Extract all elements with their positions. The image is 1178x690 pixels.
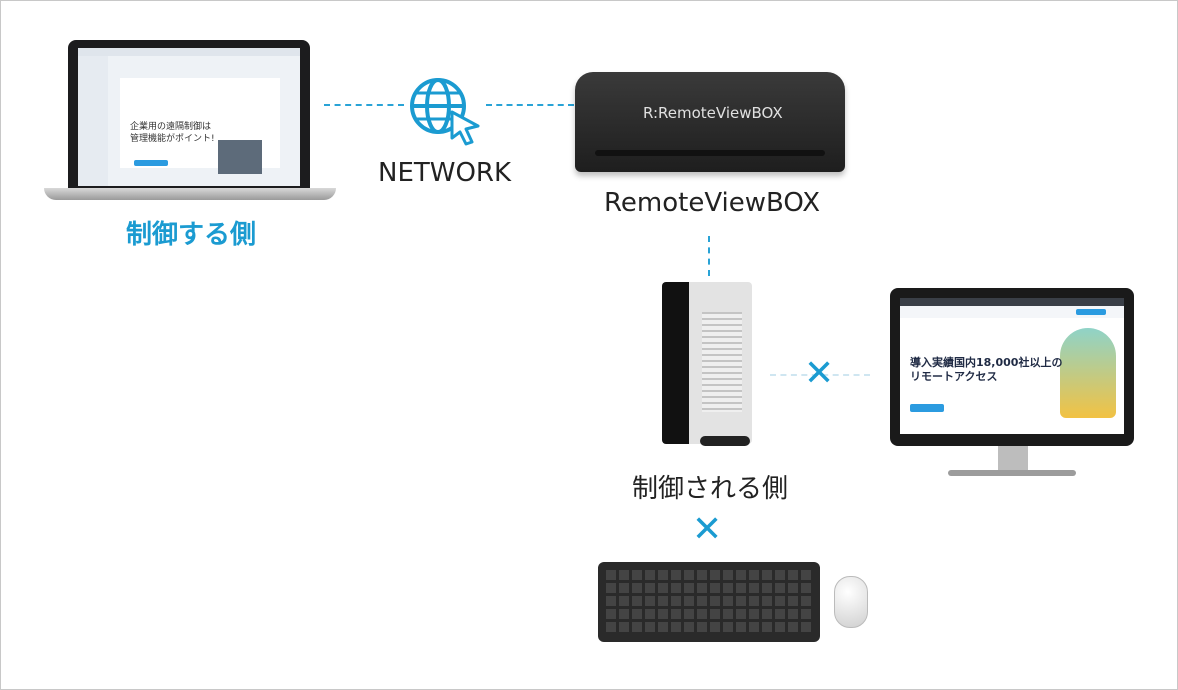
- network-box-line: [486, 104, 574, 106]
- monitor-cta: [910, 404, 944, 412]
- cross-icon: ✕: [804, 353, 835, 394]
- mouse-icon: [834, 576, 868, 628]
- box-label: RemoteViewBOX: [604, 188, 821, 218]
- keyboard-icon: [598, 562, 820, 642]
- laptop-heading-line2: 管理機能がポイント!: [130, 134, 215, 144]
- laptop-network-line: [324, 104, 404, 106]
- laptop-thumbnail: [218, 140, 262, 174]
- monitor-nav: [900, 306, 1124, 318]
- network-label: NETWORK: [378, 158, 512, 188]
- laptop-sidebar: [78, 56, 108, 186]
- laptop-screen: 企業用の遠隔制御は 管理機能がポイント!: [68, 40, 310, 190]
- monitor-foot: [948, 470, 1076, 476]
- monitor-browser-bar: [900, 298, 1124, 306]
- tower-grill: [702, 312, 742, 412]
- monitor-headline-line1: 導入実績国内18,000社以上の: [910, 356, 1063, 369]
- cross-icon: ✕: [692, 509, 723, 550]
- monitor-hero-image: [1060, 328, 1116, 418]
- keyboard-keys: [606, 570, 812, 634]
- monitor-nav-cta: [1076, 309, 1106, 315]
- box-vent: [595, 150, 825, 156]
- tower-stand: [700, 436, 750, 446]
- controlled-side-label: 制御される側: [632, 474, 789, 504]
- box-device-icon: R:RemoteViewBOX: [575, 72, 845, 172]
- globe-cursor-icon: [410, 78, 480, 146]
- controlling-side-label: 制御する側: [126, 220, 257, 250]
- laptop-heading-line1: 企業用の遠隔制御は: [130, 122, 212, 132]
- monitor-neck: [998, 446, 1028, 472]
- tower-pc-icon: [662, 282, 752, 444]
- laptop-display: 企業用の遠隔制御は 管理機能がポイント!: [78, 48, 300, 186]
- box-pc-line: [708, 236, 710, 276]
- laptop-base: [44, 188, 336, 200]
- laptop-cta: [134, 160, 168, 166]
- laptop-browser-bar: [78, 48, 300, 56]
- monitor-icon: 導入実績国内18,000社以上の リモートアクセス: [890, 288, 1134, 446]
- pc-monitor-line: [770, 374, 870, 376]
- box-logo: R:RemoteViewBOX: [643, 104, 783, 122]
- monitor-display: 導入実績国内18,000社以上の リモートアクセス: [900, 298, 1124, 434]
- monitor-headline-line2: リモートアクセス: [910, 370, 998, 383]
